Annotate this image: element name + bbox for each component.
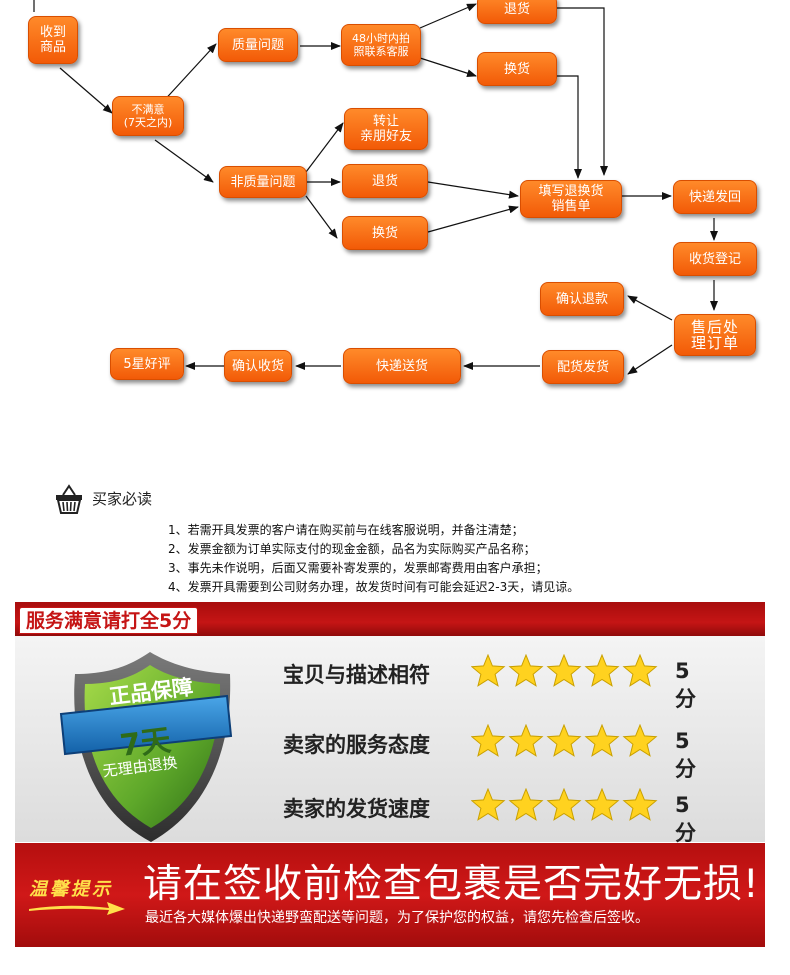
star-icon [584,654,620,687]
star-rating-icons [471,788,658,821]
arrow-right-icon [29,902,125,915]
warm-tip-label: 温馨提示 [29,879,113,900]
warm-tip-headline: 请在签收前检查包裹是否完好无损! [143,862,760,907]
aftersale-process-node: 售后处 理订单 [674,314,756,356]
notice-title: 买家必读 [92,490,153,508]
star-rating-icons [471,724,658,757]
quality-guarantee-shield-icon [59,652,233,842]
star-icon [546,654,582,687]
receive-goods-node: 收到 商品 [28,16,78,64]
star-icon [508,724,544,757]
unsatisfied-node: 不满意 (7天之内) [112,96,184,136]
ship-goods-node: 配货发货 [542,350,624,384]
exchange-node-top: 换货 [477,52,557,86]
notice-line: 4、发票开具需要到公司财务办理，故发货时间有可能会延迟2-3天，请见谅。 [168,580,580,594]
return-flow-chart: 收到 商品 不满意 (7天之内) 质量问题 48小时内拍 照联系客服 退货 换货… [0,0,790,470]
express-send-node: 快递发回 [673,180,757,214]
star-icon [471,788,506,821]
non-quality-issue-node: 非质量问题 [219,166,307,198]
rating-label: 卖家的服务态度 [283,733,430,757]
star-icon [471,654,506,687]
rating-banner-title: 服务满意请打全5分 [19,607,199,634]
star-icon [546,788,582,821]
star-icon [508,788,544,821]
shopping-basket-icon [56,484,82,514]
confirm-refund-node: 确认退款 [540,282,624,316]
five-star-node: 5星好评 [110,348,184,380]
return-node-mid: 退货 [342,164,428,198]
rating-body: 正品保障 7天 无理由退换 宝贝与描述相符 5分 卖家的服务态度 5分 卖家的发… [15,636,765,845]
star-icon [584,724,620,757]
star-icon [508,654,544,687]
quality-issue-node: 质量问题 [218,28,298,62]
return-node-top: 退货 [477,0,557,24]
gift-friend-node: 转让 亲朋好友 [344,108,428,150]
star-icon [622,788,658,821]
warm-tip-subtext: 最近各大媒体爆出快递野蛮配送等问题，为了保护您的权益，请您先检查后签收。 [145,910,649,926]
rating-label: 卖家的发货速度 [283,797,430,821]
rating-score: 5分 [675,659,696,711]
express-deliver-node: 快递送货 [343,348,461,384]
star-rating-icons [471,654,658,687]
notice-line: 1、若需开具发票的客户请在购买前与在线客服说明，并备注清楚； [168,523,524,537]
contact-service-node: 48小时内拍 照联系客服 [341,24,421,66]
star-icon [546,724,582,757]
confirm-receipt-node: 确认收货 [224,350,292,382]
star-icon [622,654,658,687]
star-icon [622,724,658,757]
notice-line: 2、发票金额为订单实际支付的现金金额，品名为实际购买产品名称； [168,542,536,556]
fill-form-node: 填写退换货 销售单 [520,180,622,218]
receipt-register-node: 收货登记 [673,242,757,276]
star-icon [471,724,506,757]
flow-arrows [33,0,718,375]
rating-score: 5分 [675,793,696,845]
rating-banner: 服务满意请打全5分 [15,602,765,845]
buyer-notice: 买家必读 1、若需开具发票的客户请在购买前与在线客服说明，并备注清楚； 2、发票… [0,478,790,600]
exchange-node-mid: 换货 [342,216,428,250]
rating-header-bar: 服务满意请打全5分 [15,602,765,636]
notice-line: 3、事先未作说明，后面又需要补寄发票的，发票邮寄费用由客户承担； [168,561,548,575]
warm-tip-banner: 温馨提示 请在签收前检查包裹是否完好无损! 最近各大媒体爆出快递野蛮配送等问题，… [15,843,765,947]
rating-label: 宝贝与描述相符 [283,663,430,687]
star-icon [584,788,620,821]
rating-score: 5分 [675,729,696,781]
